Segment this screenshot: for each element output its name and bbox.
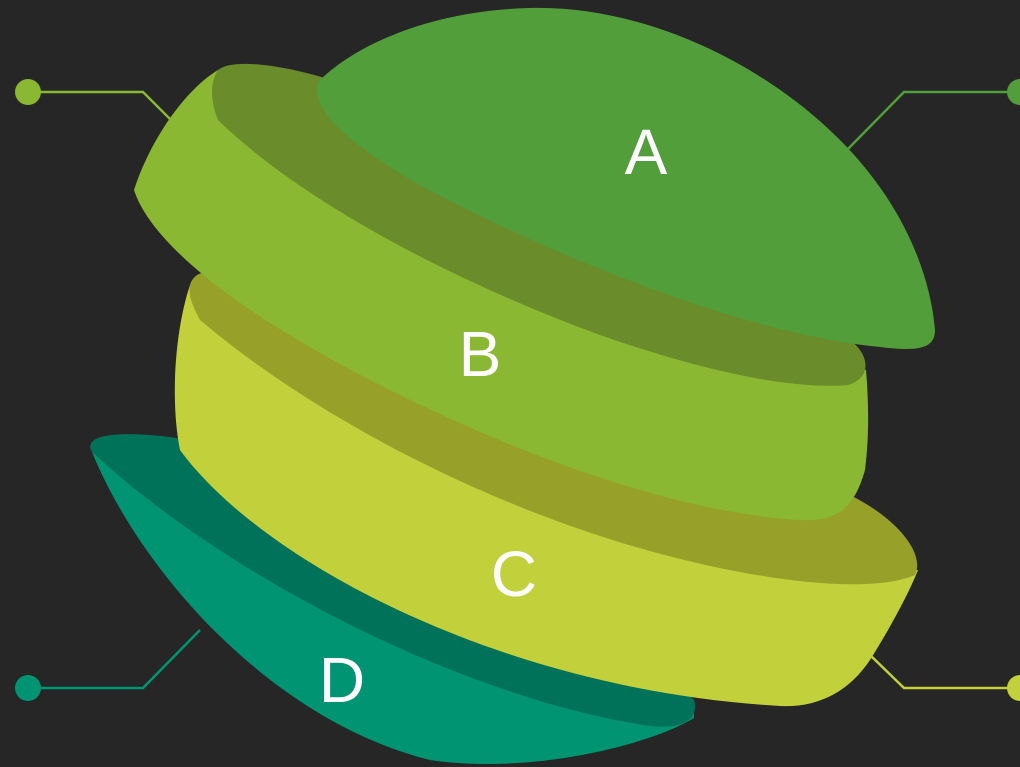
connector-dot-top-left: [15, 79, 41, 105]
segment-label-b: B: [459, 318, 502, 390]
connector-bottom-right: [870, 655, 1020, 701]
segment-label-a: A: [625, 116, 668, 188]
connector-dot-bottom-right: [1007, 675, 1020, 701]
segment-label-d: D: [319, 644, 365, 716]
connector-bottom-left: [15, 630, 200, 701]
connector-top-left: [15, 79, 172, 121]
segment-label-c: C: [491, 538, 537, 610]
connector-dot-bottom-left: [15, 675, 41, 701]
connector-dot-top-right: [1007, 79, 1020, 105]
connector-top-right: [845, 79, 1020, 152]
